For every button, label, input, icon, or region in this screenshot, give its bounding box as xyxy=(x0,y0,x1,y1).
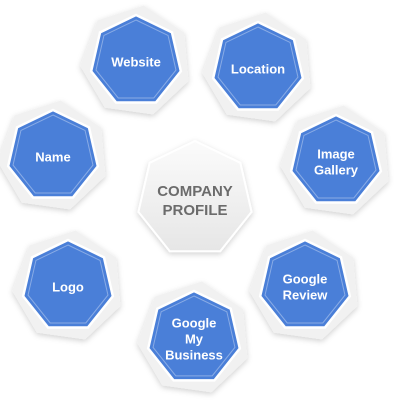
node-label-google-review-line-1: Google xyxy=(283,272,328,287)
node-heptagon xyxy=(289,113,383,204)
node-label-name: Name xyxy=(35,150,70,165)
node-heptagon xyxy=(6,108,100,199)
node-label-image-gallery-line-2: Gallery xyxy=(314,163,359,178)
node-heptagon xyxy=(211,20,305,111)
node-heptagon xyxy=(21,238,115,329)
center-label-line-1: COMPANY xyxy=(157,183,233,200)
node-heptagon xyxy=(258,238,352,329)
node-inner-outline xyxy=(95,19,177,99)
node-inner-outline xyxy=(295,119,377,199)
node-label-google-review-line-2: Review xyxy=(283,288,329,303)
node-label-google-my-business-line-3: Business xyxy=(165,348,223,363)
node-label-website: Website xyxy=(111,55,161,70)
node-logo: Logo xyxy=(12,230,121,340)
node-heptagon xyxy=(89,13,183,104)
node-label-image-gallery-line-1: Image xyxy=(317,147,355,162)
node-website: Website xyxy=(80,5,189,115)
node-location: Location xyxy=(202,12,311,122)
center-label-line-2: PROFILE xyxy=(162,202,227,219)
node-inner-outline xyxy=(217,26,299,106)
node-heptagon xyxy=(146,289,242,382)
node-inner-outline xyxy=(152,295,236,377)
center-heptagon xyxy=(137,139,253,253)
node-label-google-my-business-line-1: Google xyxy=(172,316,217,331)
node-inner-outline xyxy=(264,244,346,324)
node-name: Name xyxy=(0,100,106,210)
node-label-location: Location xyxy=(231,62,285,77)
node-inner-outline xyxy=(12,114,94,194)
center-node: COMPANY PROFILE xyxy=(137,139,253,253)
node-inner-outline xyxy=(27,244,109,324)
node-label-logo: Logo xyxy=(52,280,84,295)
node-label-google-my-business-line-2: My xyxy=(185,332,204,347)
